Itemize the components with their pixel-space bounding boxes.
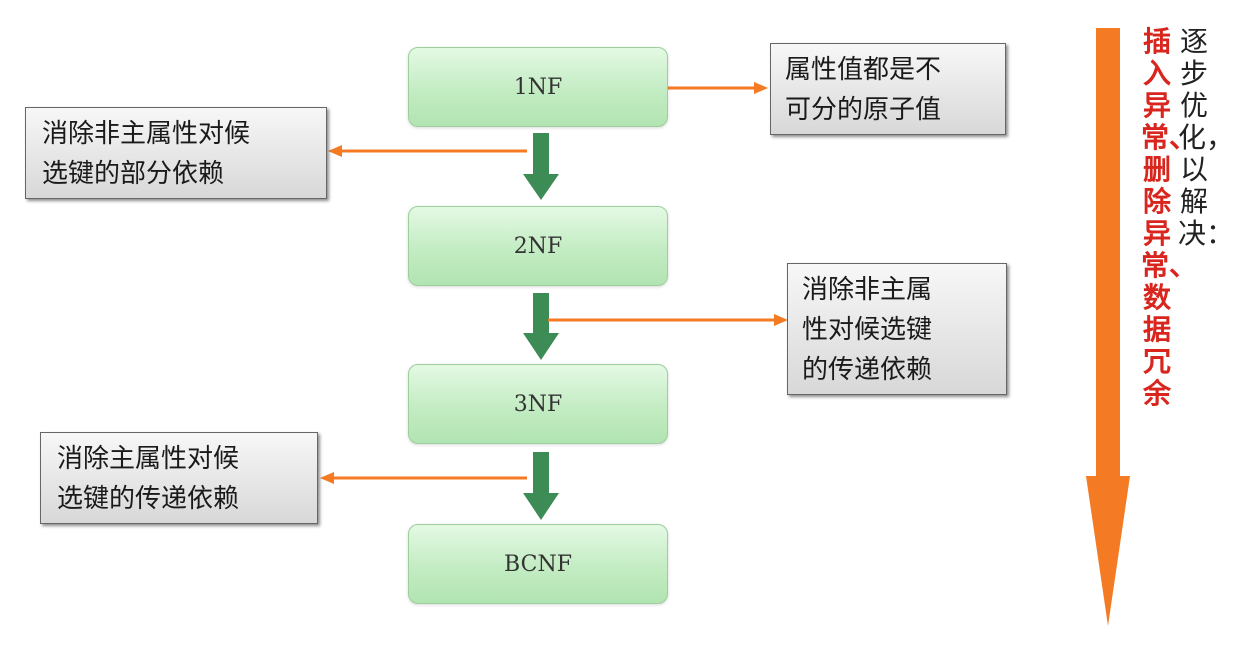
level-2nf: 2NF — [408, 206, 668, 286]
note-2nf-line-2: 选键的部分依赖 — [42, 159, 225, 189]
down-arrow-3 — [523, 452, 559, 520]
down-arrow-2 — [523, 293, 559, 360]
note-3nf-line-3: 的传递依赖 — [802, 355, 933, 385]
progress-arrow — [1086, 28, 1130, 626]
progress-caption: 逐步优化，以解决： — [1178, 25, 1234, 250]
note-1nf-line-1: 属性值都是不 — [785, 55, 942, 85]
level-bcnf: BCNF — [408, 524, 668, 604]
note-3nf: 消除非主属 性对候选键 的传递依赖 — [787, 263, 1007, 395]
arrowhead-2nf — [328, 145, 342, 157]
arrowhead-1nf — [754, 82, 768, 94]
note-bcnf: 消除主属性对候 选键的传递依赖 — [40, 432, 318, 524]
note-1nf: 属性值都是不 可分的原子值 — [770, 43, 1006, 135]
green-arrows — [523, 133, 559, 520]
arrowhead-bcnf — [320, 472, 334, 484]
anomalies-caption: 插入异常、删除异常、数据冗余 — [1141, 25, 1198, 410]
note-bcnf-line-2: 选键的传递依赖 — [57, 484, 240, 514]
note-3nf-line-2: 性对候选键 — [802, 315, 933, 345]
level-3nf: 3NF — [408, 364, 668, 444]
note-3nf-line-1: 消除非主属 — [802, 275, 933, 305]
down-arrow-1 — [523, 133, 559, 200]
level-1nf: 1NF — [408, 47, 668, 127]
note-2nf: 消除非主属性对候 选键的部分依赖 — [25, 107, 327, 199]
note-1nf-line-2: 可分的原子值 — [785, 95, 942, 125]
arrowhead-3nf — [774, 314, 788, 326]
note-2nf-line-1: 消除非主属性对候 — [42, 119, 251, 149]
note-bcnf-line-1: 消除主属性对候 — [57, 444, 240, 474]
